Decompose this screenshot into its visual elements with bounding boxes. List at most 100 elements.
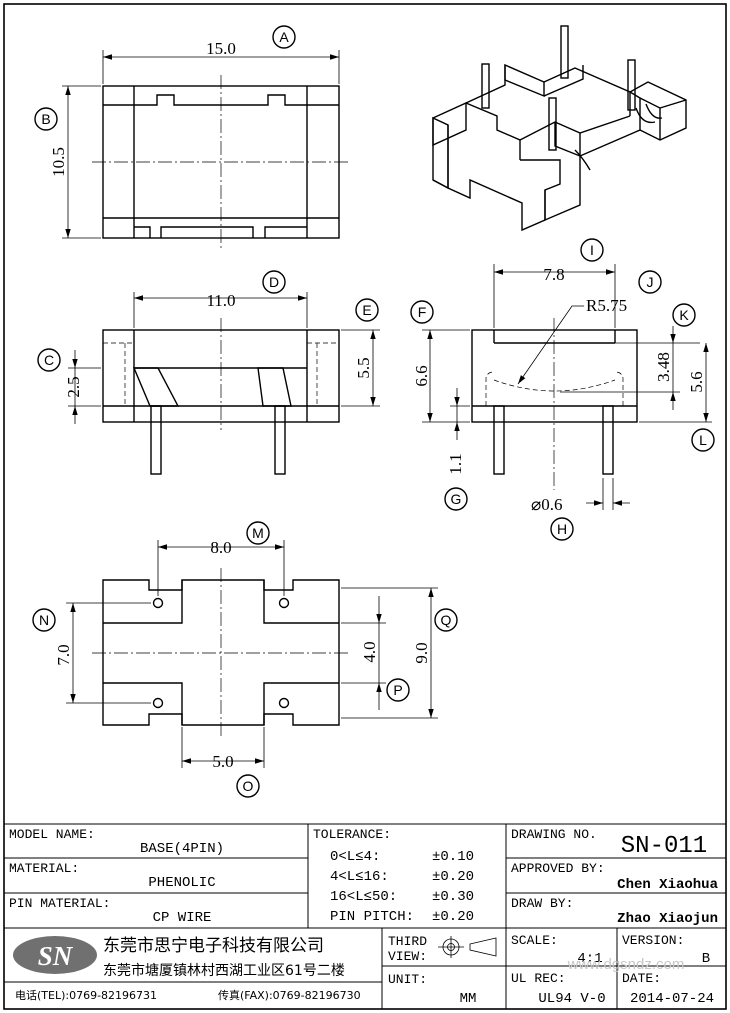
callout-k: K bbox=[672, 303, 696, 327]
callout-m: M bbox=[246, 521, 270, 545]
ul-rec-label: UL REC: bbox=[511, 971, 566, 986]
dim-pin-diameter: ⌀0.6 bbox=[531, 495, 563, 514]
callout-d: D bbox=[262, 270, 286, 294]
callout-n: N bbox=[32, 608, 56, 632]
third-angle-projection-icon bbox=[438, 936, 497, 958]
dim-top-width: 15.0 bbox=[206, 39, 236, 58]
svg-text:I: I bbox=[590, 242, 594, 258]
dim-side-total-height: 5.6 bbox=[687, 371, 706, 392]
dim-bottom-center-height: 4.0 bbox=[360, 641, 379, 662]
callout-b: B bbox=[34, 107, 58, 131]
dim-side-radius: R5.75 bbox=[586, 296, 627, 315]
draw-by-value: Zhao Xiaojun bbox=[617, 911, 718, 927]
company-address: 东莞市塘厦镇林村西湖工业区61号二楼 bbox=[103, 962, 345, 979]
top-view: 15.0 10.5 bbox=[49, 39, 350, 250]
callout-c: C bbox=[37, 348, 61, 372]
title-block: MODEL NAME: BASE(4PIN) MATERIAL: PHENOLI… bbox=[4, 823, 726, 1009]
dim-bottom-total-height: 9.0 bbox=[412, 642, 431, 663]
unit-value: MM bbox=[460, 991, 477, 1007]
callout-p: P bbox=[386, 678, 410, 702]
svg-text:F: F bbox=[418, 304, 427, 320]
tol-value-2: ±0.20 bbox=[432, 869, 474, 885]
svg-text:M: M bbox=[252, 525, 264, 541]
svg-text:G: G bbox=[451, 491, 462, 507]
dim-front-height: 5.5 bbox=[354, 357, 373, 378]
third-view-label-2: VIEW: bbox=[388, 949, 427, 964]
approved-by-value: Chen Xiaohua bbox=[617, 877, 718, 893]
callout-i: I bbox=[580, 238, 604, 262]
svg-text:N: N bbox=[39, 612, 49, 628]
tol-range-1: 0<L≤4: bbox=[330, 849, 380, 865]
material-label: MATERIAL: bbox=[9, 861, 79, 876]
drawing-no-value: SN-011 bbox=[621, 833, 707, 860]
svg-text:P: P bbox=[393, 682, 402, 698]
dim-side-height: 6.6 bbox=[412, 365, 431, 386]
date-value: 2014-07-24 bbox=[630, 991, 714, 1007]
version-label: VERSION: bbox=[622, 933, 684, 948]
tol-range-4: PIN PITCH: bbox=[330, 909, 414, 925]
third-view-label-1: THIRD bbox=[388, 934, 427, 949]
drawing-no-label: DRAWING NO. bbox=[511, 827, 597, 842]
dim-front-slot-depth: 2.5 bbox=[64, 376, 83, 397]
tolerance-label: TOLERANCE: bbox=[313, 827, 391, 842]
svg-text:L: L bbox=[699, 432, 707, 448]
svg-text:C: C bbox=[44, 352, 54, 368]
svg-text:J: J bbox=[647, 274, 654, 290]
bottom-view: 8.0 7.0 4.0 9.0 5.0 bbox=[54, 538, 438, 771]
sheet-border bbox=[3, 3, 727, 1010]
side-view: 7.8 R5.75 6.6 1.1 3.48 5.6 ⌀0.6 bbox=[412, 264, 712, 514]
svg-text:E: E bbox=[362, 302, 371, 318]
pin-material-value: CP WIRE bbox=[153, 910, 212, 926]
dim-bottom-pin-spacing-y: 7.0 bbox=[54, 644, 73, 665]
company-fax: 传真(FAX):0769-82196730 bbox=[218, 988, 361, 1002]
svg-text:SN: SN bbox=[38, 941, 74, 971]
callout-j: J bbox=[638, 270, 662, 294]
svg-text:K: K bbox=[679, 307, 689, 323]
dim-top-height: 10.5 bbox=[49, 147, 68, 177]
dim-bottom-pin-spacing-x: 8.0 bbox=[210, 538, 231, 557]
model-name-value: BASE(4PIN) bbox=[140, 841, 224, 857]
isometric-view bbox=[432, 25, 687, 232]
material-value: PHENOLIC bbox=[148, 875, 215, 891]
callout-h: H bbox=[550, 517, 574, 541]
callout-a: A bbox=[272, 25, 296, 49]
model-name-label: MODEL NAME: bbox=[9, 827, 95, 842]
company-tel: 电话(TEL):0769-82196731 bbox=[15, 989, 157, 1002]
svg-text:H: H bbox=[557, 521, 567, 537]
dim-pin-standoff: 1.1 bbox=[446, 453, 465, 474]
approved-by-label: APPROVED BY: bbox=[511, 861, 605, 876]
scale-label: SCALE: bbox=[511, 933, 558, 948]
tol-value-3: ±0.30 bbox=[432, 889, 474, 905]
callout-o: O bbox=[236, 774, 260, 798]
callout-f: F bbox=[410, 300, 434, 324]
version-value: B bbox=[702, 951, 710, 967]
dim-bottom-center-width: 5.0 bbox=[212, 752, 233, 771]
dim-side-inner-height: 3.48 bbox=[654, 352, 673, 382]
company-name: 东莞市思宁电子科技有限公司 bbox=[103, 936, 324, 956]
pin-material-label: PIN MATERIAL: bbox=[9, 896, 110, 911]
tol-range-2: 4<L≤16: bbox=[330, 869, 389, 885]
company-logo: SN bbox=[13, 936, 97, 974]
callout-l: L bbox=[691, 428, 715, 452]
tol-value-4: ±0.20 bbox=[432, 909, 474, 925]
tol-value-1: ±0.10 bbox=[432, 849, 474, 865]
tol-range-3: 16<L≤50: bbox=[330, 889, 397, 905]
ul-rec-value: UL94 V-0 bbox=[538, 991, 605, 1007]
scale-value: 4:1 bbox=[577, 951, 602, 967]
callout-bubbles: A B C D E F G H I J K L M N O P Q bbox=[32, 25, 715, 798]
watermark: www.dgsndz.com bbox=[567, 956, 685, 973]
draw-by-label: DRAW BY: bbox=[511, 896, 573, 911]
svg-text:D: D bbox=[269, 274, 279, 290]
svg-text:Q: Q bbox=[441, 612, 452, 628]
dim-side-width: 7.8 bbox=[543, 265, 564, 284]
date-label: DATE: bbox=[622, 971, 661, 986]
svg-text:A: A bbox=[279, 29, 289, 45]
callout-q: Q bbox=[434, 608, 458, 632]
front-view: 11.0 2.5 5.5 bbox=[64, 291, 380, 475]
unit-label: UNIT: bbox=[388, 972, 427, 987]
dim-front-inner-width: 11.0 bbox=[206, 291, 235, 310]
callout-g: G bbox=[444, 487, 468, 511]
callout-e: E bbox=[355, 298, 379, 322]
svg-text:O: O bbox=[243, 778, 254, 794]
